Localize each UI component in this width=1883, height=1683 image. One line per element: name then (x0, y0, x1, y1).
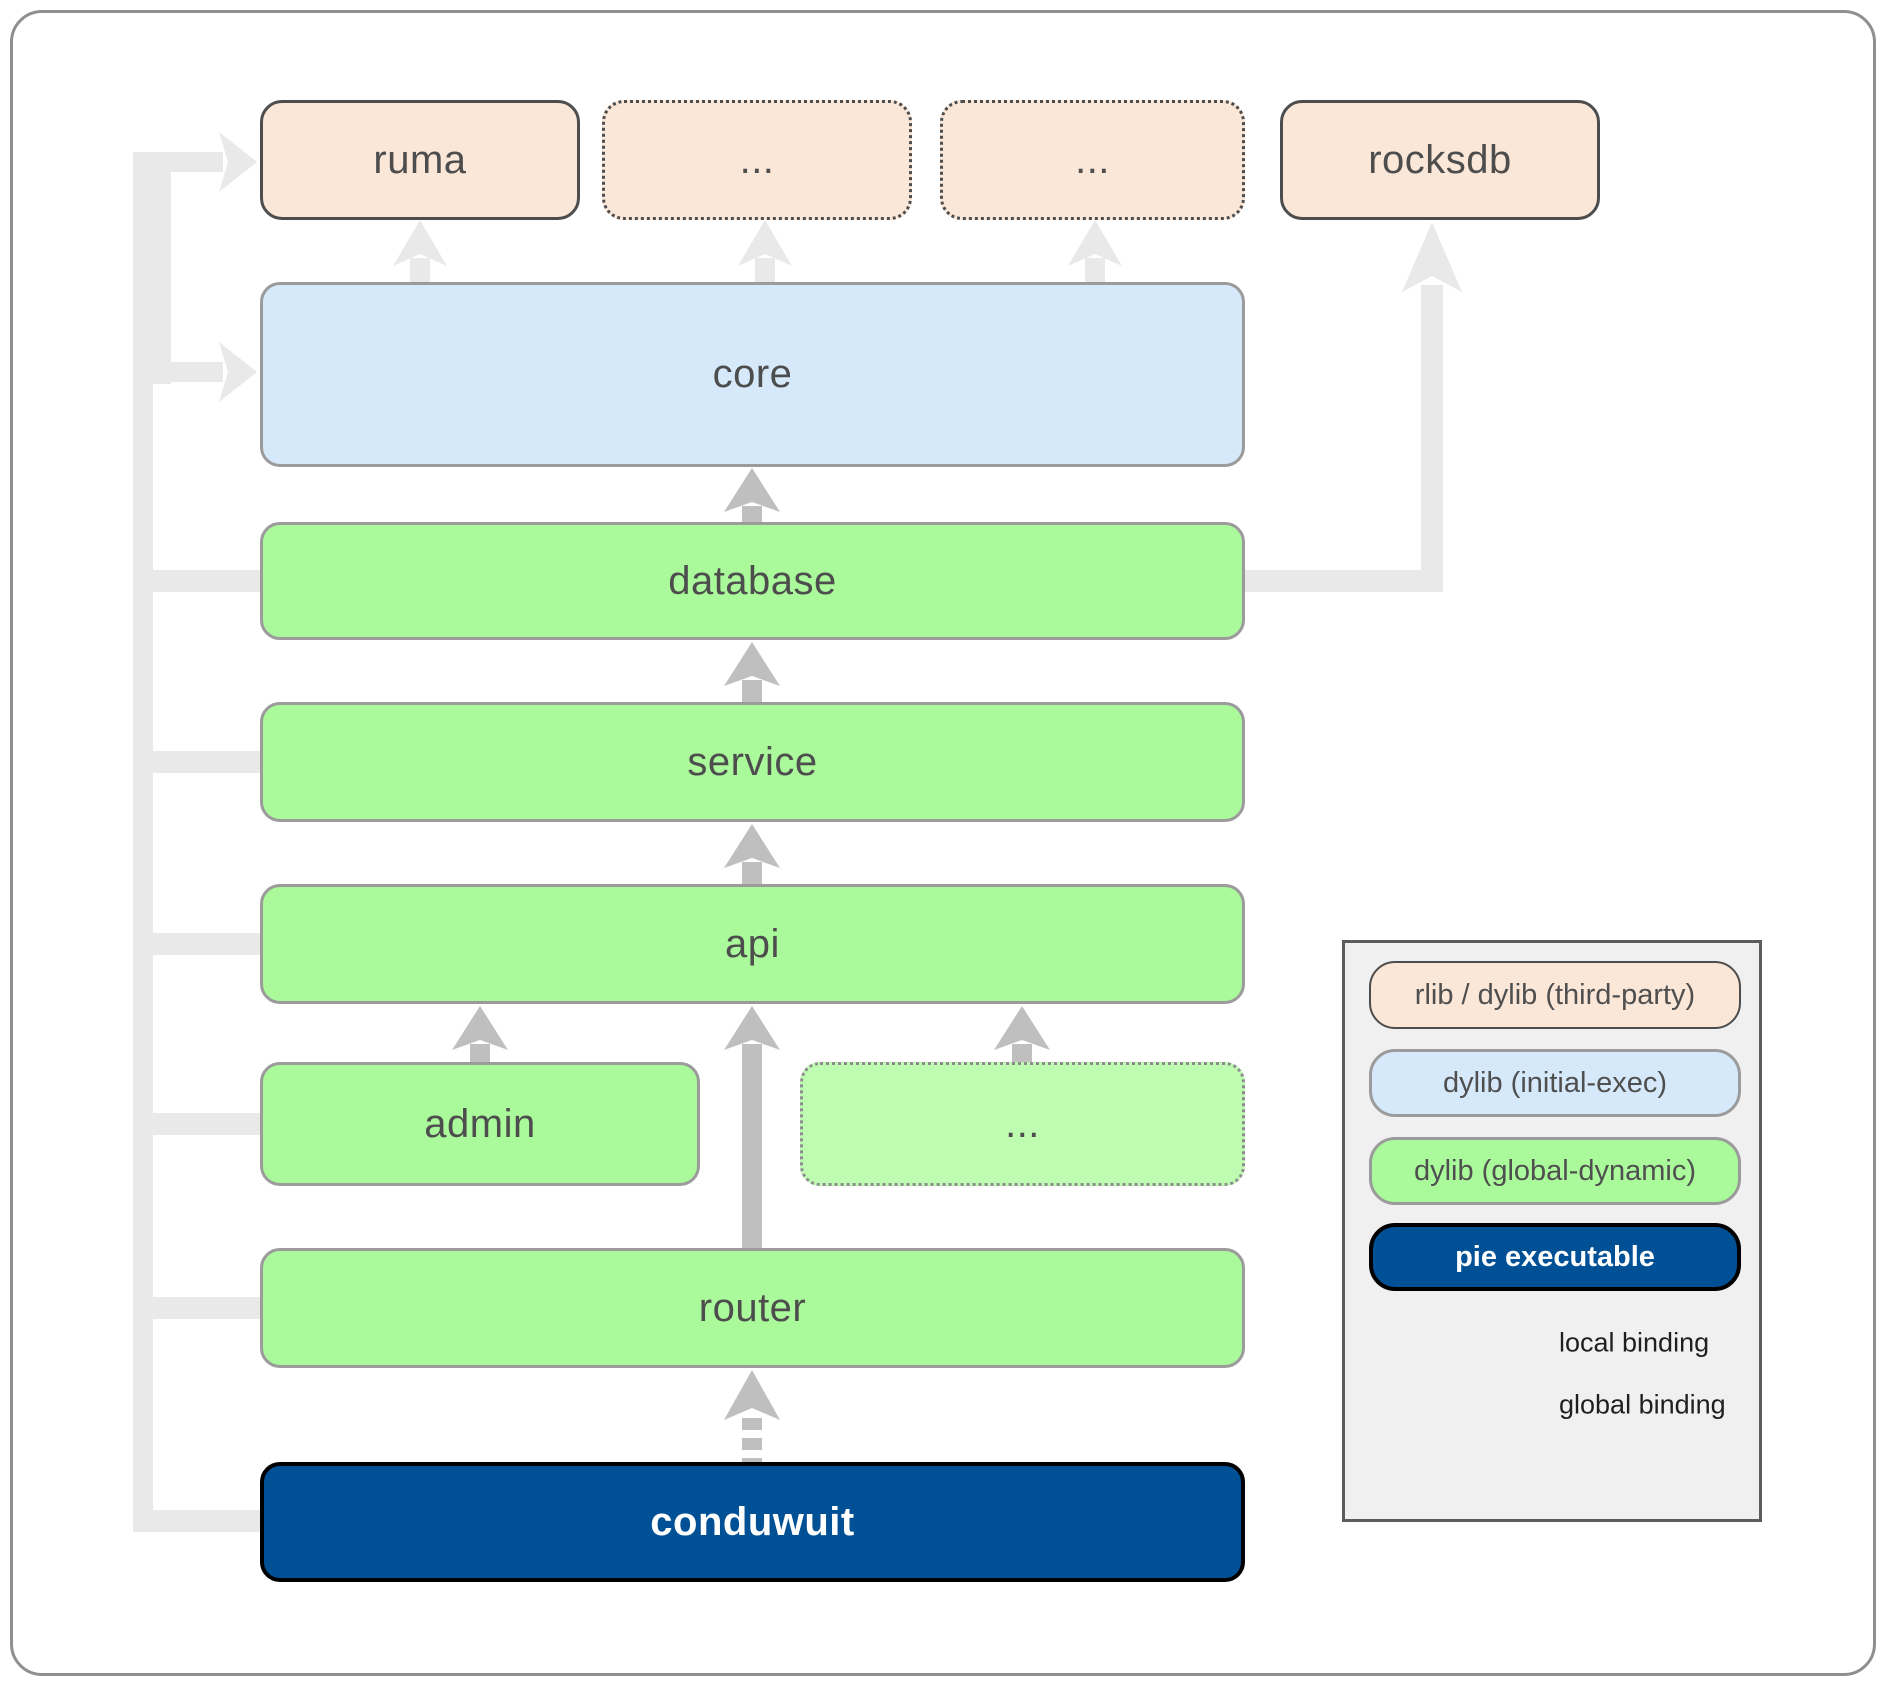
node-ellipsis-label: ... (739, 137, 775, 182)
node-service: service (260, 702, 1245, 822)
node-service-label: service (687, 739, 818, 784)
node-core: core (260, 282, 1245, 467)
node-crate-ellipsis: ... (800, 1062, 1245, 1186)
legend-pie-executable-swatch: pie executable (1369, 1223, 1741, 1291)
legend-initial-exec-swatch: dylib (initial-exec) (1369, 1049, 1741, 1117)
legend-pie-executable-label: pie executable (1455, 1240, 1655, 1273)
node-admin-label: admin (424, 1101, 536, 1146)
legend-initial-exec-label: dylib (initial-exec) (1442, 1066, 1667, 1099)
node-router: router (260, 1248, 1245, 1368)
legend-third-party-label: rlib / dylib (third-party) (1414, 978, 1696, 1011)
node-third-party-ellipsis-2: ... (940, 100, 1245, 220)
legend-global-dynamic-label: dylib (global-dynamic) (1413, 1154, 1697, 1187)
node-api: api (260, 884, 1245, 1004)
node-ellipsis-label: ... (1005, 1101, 1040, 1146)
node-database: database (260, 522, 1245, 640)
legend: rlib / dylib (third-party) dylib (initia… (1342, 940, 1762, 1522)
node-ruma-label: ruma (373, 137, 467, 182)
legend-global-dynamic-swatch: dylib (global-dynamic) (1369, 1137, 1741, 1205)
legend-local-binding-label: local binding (1559, 1327, 1710, 1358)
node-admin: admin (260, 1062, 700, 1186)
node-rocksdb: rocksdb (1280, 100, 1600, 220)
node-ellipsis-label: ... (1075, 137, 1110, 182)
node-core-label: core (712, 352, 793, 396)
node-rocksdb-label: rocksdb (1368, 137, 1512, 182)
node-conduwuit-label: conduwuit (650, 1499, 855, 1544)
node-third-party-ellipsis-1: ... (602, 100, 912, 220)
node-api-label: api (725, 921, 780, 966)
node-conduwuit: conduwuit (260, 1462, 1245, 1582)
node-router-label: router (698, 1285, 807, 1330)
legend-third-party-swatch: rlib / dylib (third-party) (1369, 961, 1741, 1029)
node-database-label: database (668, 558, 837, 603)
legend-global-binding-label: global binding (1559, 1389, 1726, 1420)
node-ruma: ruma (260, 100, 580, 220)
